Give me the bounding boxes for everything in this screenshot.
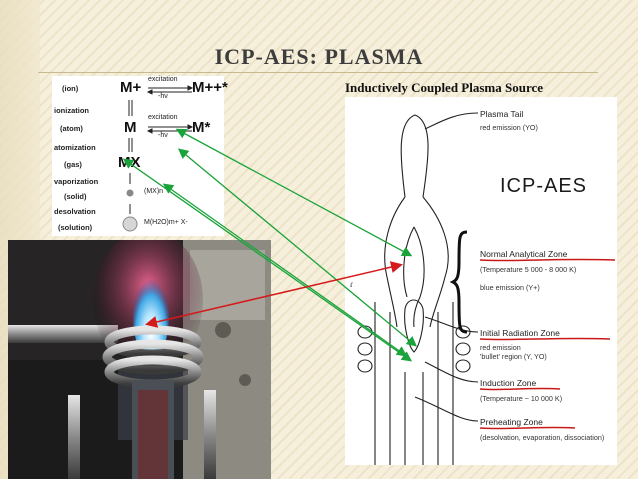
state-ion: (ion): [62, 84, 79, 93]
emission-label-1: -hν: [158, 93, 168, 100]
zone-initial-radiation-emission: red emission: [480, 343, 521, 352]
torch-photo-illustration: [8, 240, 271, 479]
symbol-atom: M: [124, 119, 137, 136]
icp-torch-photo: [8, 240, 271, 479]
droplet-icon: [122, 216, 138, 232]
coil-right-2: [455, 342, 471, 356]
step-desolvation: desolvation: [54, 207, 96, 216]
torch-schematic-drawing: ɾ: [350, 112, 616, 465]
state-gas: (gas): [64, 160, 82, 169]
zone-initial-radiation-region: 'bullet' region (Y, YO): [480, 352, 547, 361]
zone-initial-radiation: Initial Radiation Zone: [480, 328, 560, 338]
coil-right-1: [455, 325, 471, 339]
solid-particle-icon: [126, 189, 134, 197]
coil-right-3: [455, 359, 471, 373]
excitation-label-2: excitation: [148, 114, 178, 121]
zone-plasma-tail: Plasma Tail: [480, 109, 524, 119]
zone-plasma-tail-detail: red emission (YO): [480, 123, 538, 132]
atomization-process-diagram: (ion) M+ excitation -hν M++* ionization …: [52, 76, 228, 236]
flame-left-edge: [384, 196, 406, 328]
zone-induction-temp: (Temperature ~ 10 000 K): [480, 394, 563, 403]
underline-initial-radiation: [479, 337, 611, 341]
slide-subtitle: Inductively Coupled Plasma Source: [345, 80, 544, 95]
zone-preheating-detail: (desolvation, evaporation, dissociation): [480, 433, 605, 442]
schematic-heading: ICP-AES: [500, 175, 588, 197]
svg-text:ɾ: ɾ: [350, 279, 353, 289]
zone-normal-analytical: Normal Analytical Zone: [480, 249, 568, 259]
excitation-label-1: excitation: [148, 76, 178, 83]
underline-preheating: [479, 426, 576, 430]
flame-right-edge: [422, 196, 449, 328]
step-vaporization: vaporization: [54, 177, 99, 186]
plasma-tail-shape: [400, 114, 429, 198]
symbol-ion-excited: M++*: [192, 79, 228, 96]
zone-normal-analytical-emission: blue emission (Y+): [480, 283, 540, 292]
icp-torch-schematic: ICP-AES Plasma Tail red emission (YO) No…: [345, 97, 617, 465]
underline-induction: [479, 387, 561, 391]
title-divider: [38, 72, 598, 73]
leader-plasma-tail: [424, 112, 479, 130]
symbol-ion: M+: [120, 79, 142, 96]
leader-preheating: [414, 396, 479, 422]
coil-left-3: [357, 359, 373, 373]
state-solution: (solution): [58, 223, 93, 232]
state-atom: (atom): [60, 124, 83, 133]
zone-normal-analytical-temp: (Temperature 5 000 - 8 000 K): [480, 265, 577, 274]
state-solid: (solid): [64, 192, 87, 201]
step-ionization: ionization: [54, 106, 89, 115]
step-atomization: atomization: [54, 143, 96, 152]
leader-initial-radiation: [424, 316, 479, 333]
coil-left-1: [357, 325, 373, 339]
coil-left-2: [357, 342, 373, 356]
emission-label-2: -hν: [158, 132, 168, 139]
leader-induction: [424, 361, 479, 383]
slide-title: ICP-AES: PLASMA: [214, 44, 424, 69]
process-arrows: [122, 85, 194, 232]
zone-induction: Induction Zone: [480, 378, 537, 388]
analytical-zone-brace: [449, 230, 468, 334]
underline-normal-analytical: [479, 258, 616, 262]
zone-preheating: Preheating Zone: [480, 417, 543, 427]
